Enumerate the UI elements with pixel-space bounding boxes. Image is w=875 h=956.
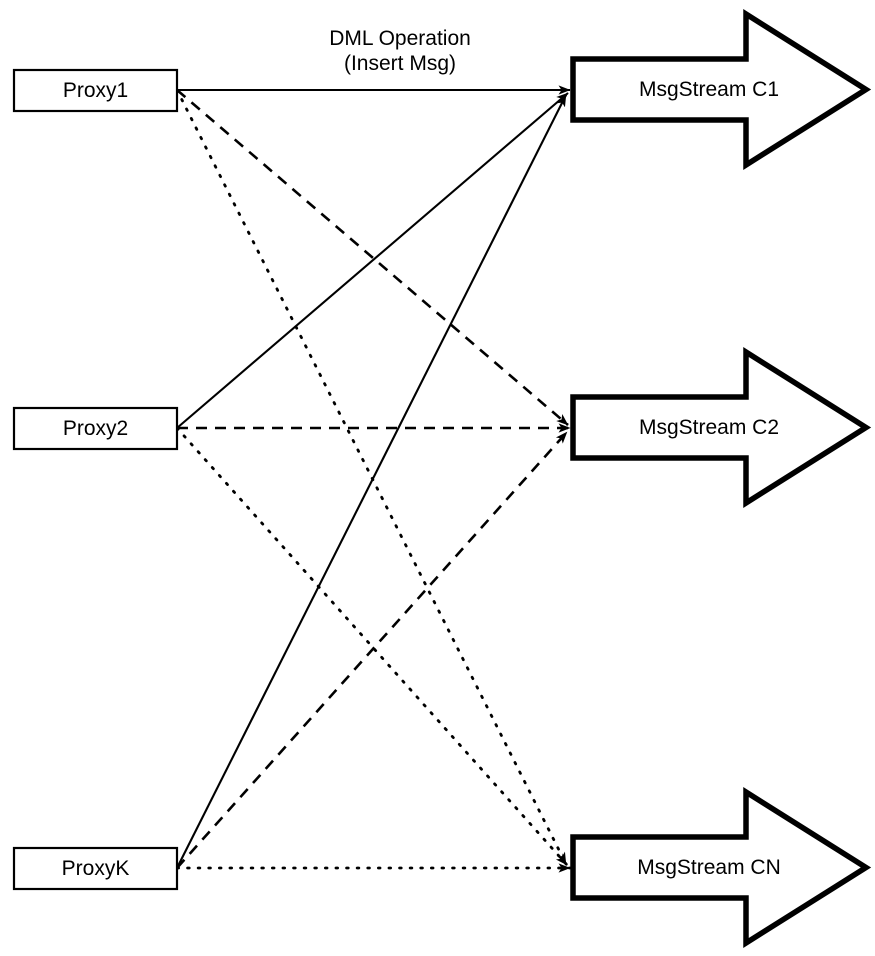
connector-proxyk-to-c1 xyxy=(176,94,567,869)
proxy-node-proxyk[interactable]: ProxyK xyxy=(12,846,179,891)
stream-node-c1[interactable]: MsgStream C1 xyxy=(570,9,872,170)
connector-proxy2-to-cn xyxy=(175,426,569,867)
edge-label-dml-operation: DML Operation (Insert Msg) xyxy=(329,27,471,75)
c2-label: MsgStream C2 xyxy=(639,416,779,439)
proxy2-box[interactable] xyxy=(12,406,179,451)
stream-nodes: MsgStream C1 MsgStream C2 MsgStream CN xyxy=(570,9,872,948)
stream-node-cn[interactable]: MsgStream CN xyxy=(570,787,872,948)
proxy1-box[interactable] xyxy=(12,68,179,113)
proxy-node-proxy1[interactable]: Proxy1 xyxy=(12,68,179,113)
proxy-nodes: Proxy1 Proxy2 ProxyK xyxy=(12,68,179,891)
edge-label-line2: (Insert Msg) xyxy=(344,52,456,75)
connector-proxy1-to-c2 xyxy=(176,89,569,426)
connector-proxy1-to-cn xyxy=(175,88,568,866)
proxy1-label: Proxy1 xyxy=(63,79,128,102)
c1-label: MsgStream C1 xyxy=(639,78,779,101)
connector-layer xyxy=(175,85,572,873)
c1-block-arrow-shape[interactable] xyxy=(570,9,872,170)
connector-proxy2-to-c1 xyxy=(176,92,569,429)
edge-label-line1: DML Operation xyxy=(329,27,471,50)
connector-proxyk-to-c2 xyxy=(176,431,568,869)
cn-block-arrow-shape[interactable] xyxy=(570,787,872,948)
proxy2-label: Proxy2 xyxy=(63,417,128,440)
proxy-node-proxy2[interactable]: Proxy2 xyxy=(12,406,179,451)
proxyk-box[interactable] xyxy=(12,846,179,891)
c2-block-arrow-shape[interactable] xyxy=(570,347,872,508)
proxyk-label: ProxyK xyxy=(62,857,130,880)
stream-node-c2[interactable]: MsgStream C2 xyxy=(570,347,872,508)
cn-label: MsgStream CN xyxy=(637,856,781,879)
